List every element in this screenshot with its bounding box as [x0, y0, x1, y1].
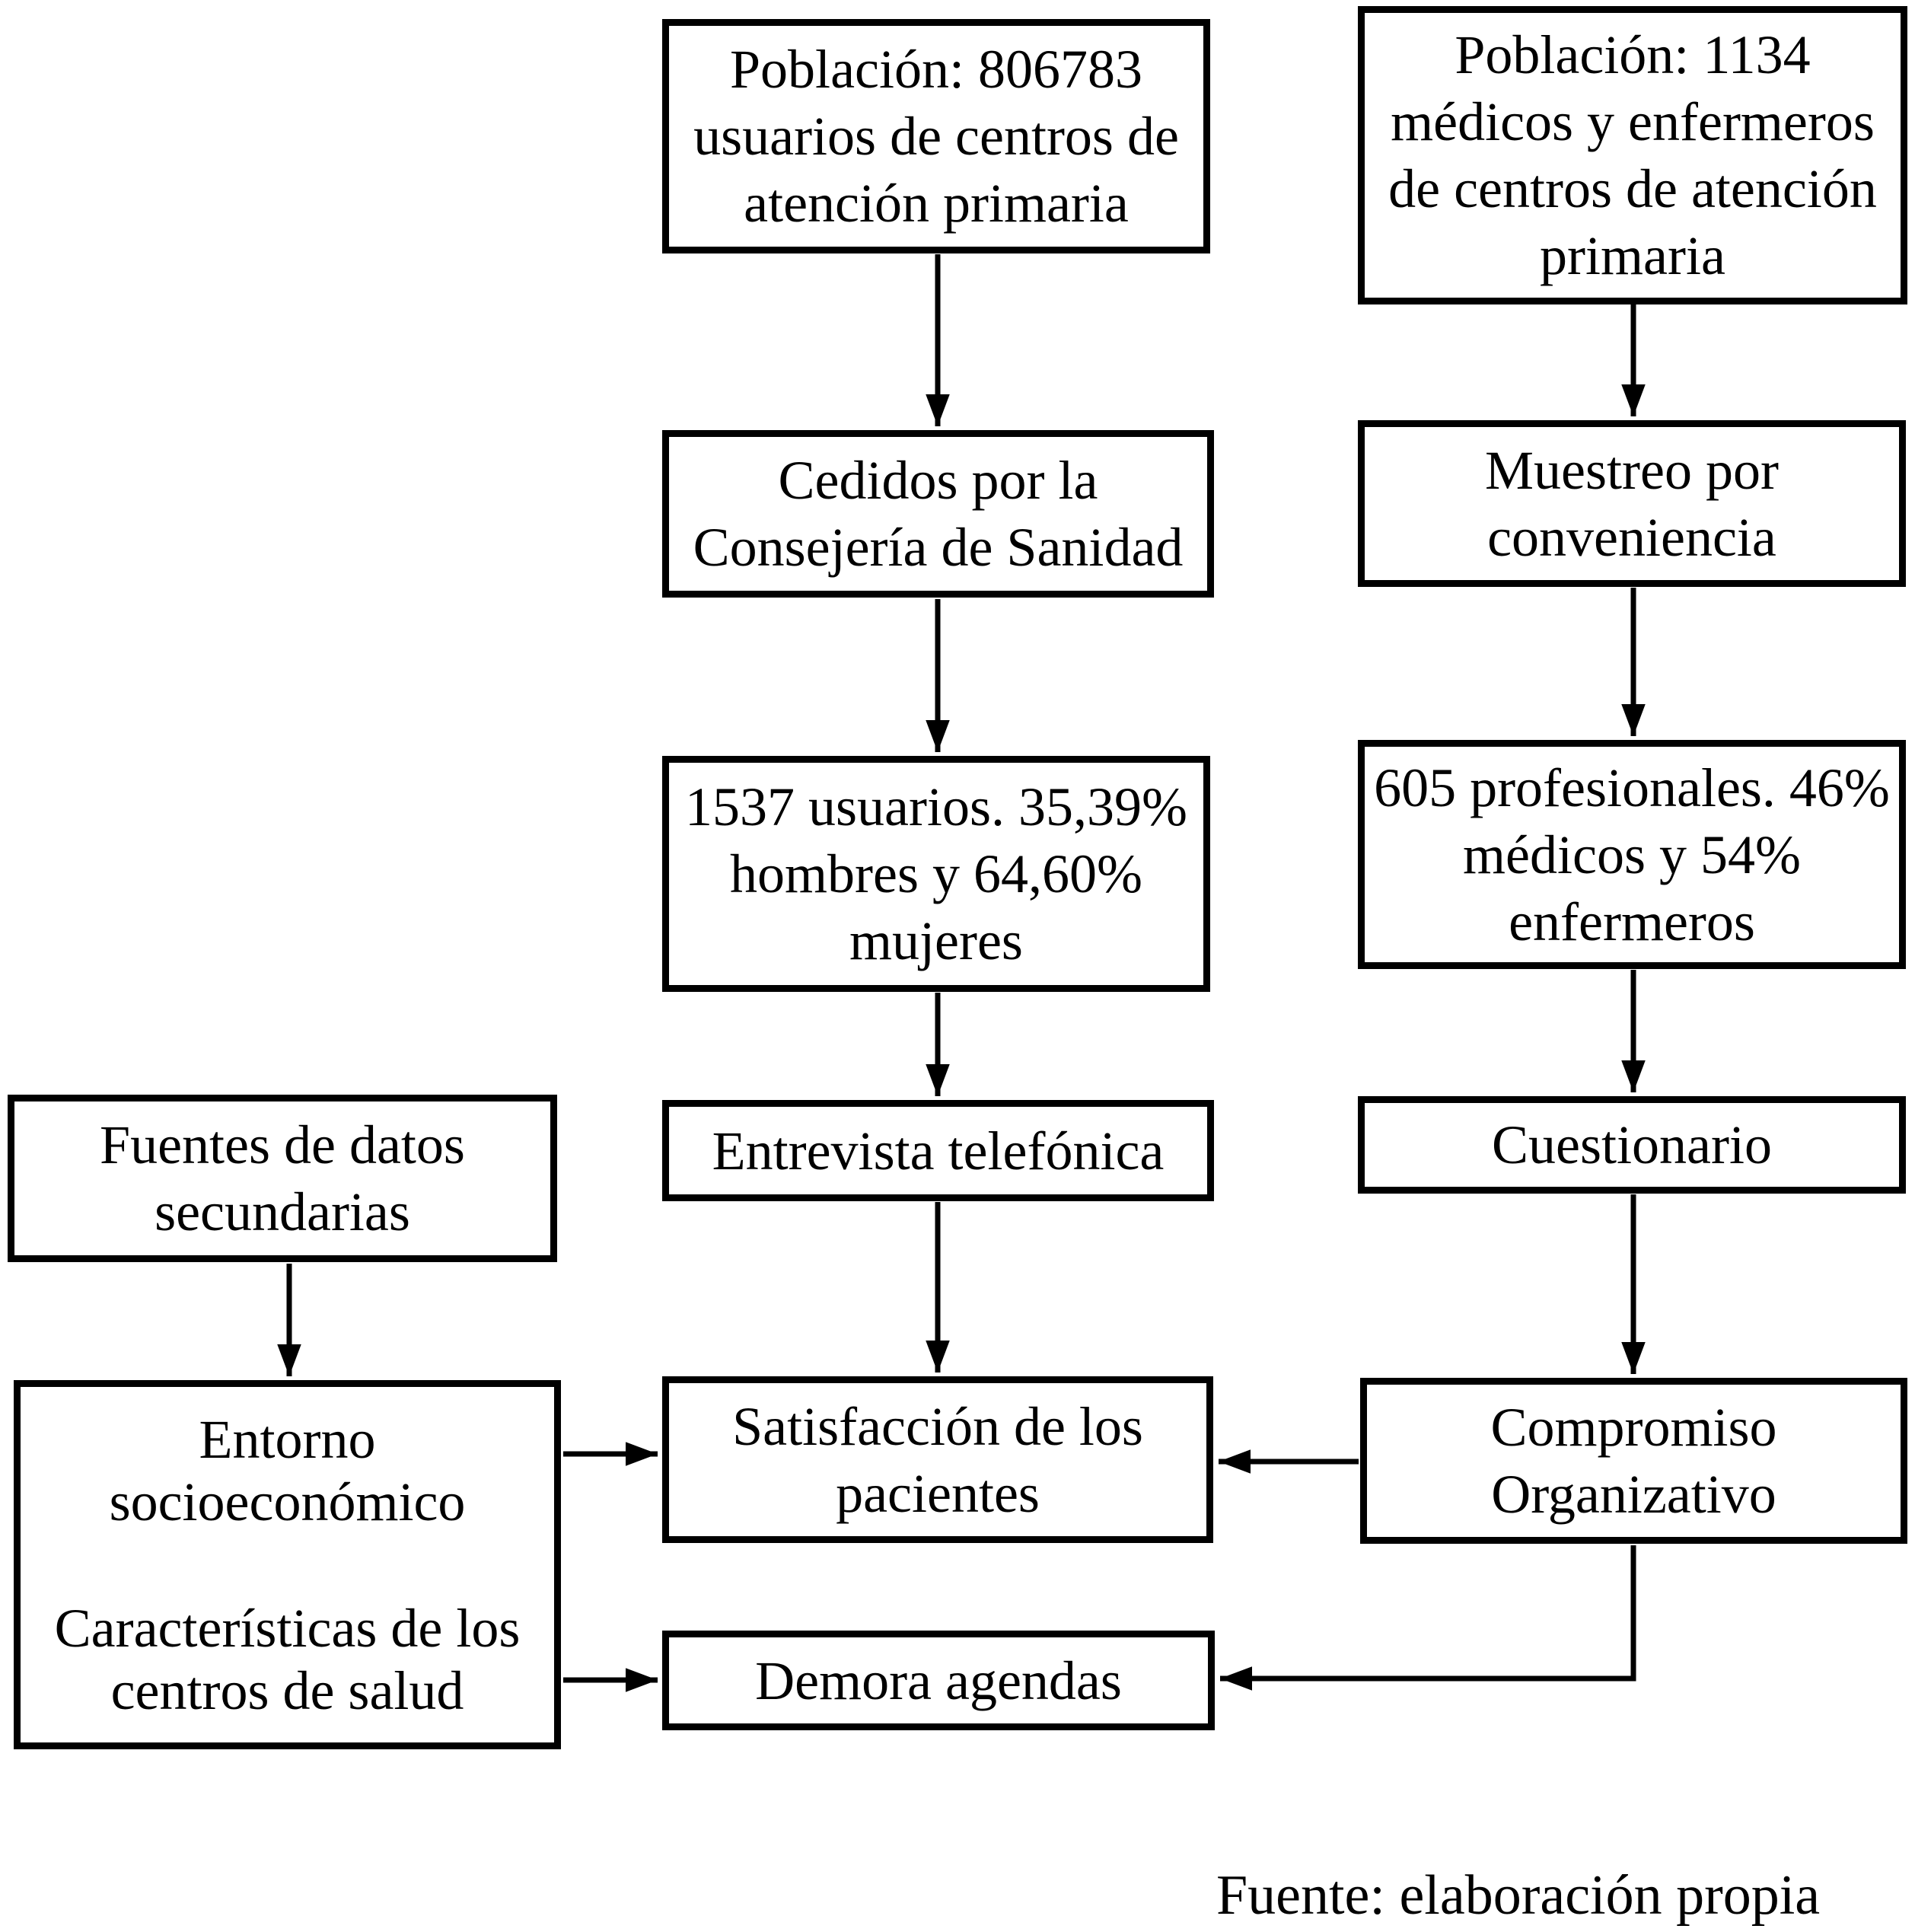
box-text-line: Cedidos por la — [778, 450, 1098, 511]
professionals-instrument-box: Cuestionario — [1358, 1096, 1906, 1194]
box-text-line: Fuentes de datos — [100, 1114, 465, 1175]
box-text-line: Muestreo por — [1485, 439, 1779, 501]
sampling-method-box: Muestreo por conveniencia — [1358, 420, 1906, 587]
source-caption: Fuente: elaboración propia — [1216, 1864, 1821, 1927]
patient-satisfaction-box: Satisfacción de los pacientes — [662, 1376, 1213, 1543]
box-text-line: Población: 806783 — [730, 39, 1142, 100]
box-text-line: Población: 1134 — [1455, 24, 1811, 85]
box-text-line: 1537 usuarios. 35,39% — [685, 776, 1187, 837]
patients-sample-box: 1537 usuarios. 35,39% hombres y 64,60% m… — [662, 756, 1210, 992]
box-text-line: atención primaria — [744, 173, 1129, 234]
box-text-line: Cuestionario — [1492, 1114, 1772, 1175]
box-text-line: Compromiso — [1490, 1397, 1777, 1458]
box-text-line: socioeconómico — [109, 1471, 466, 1532]
context-variables-box: Entorno socioeconómico Características d… — [14, 1380, 561, 1749]
box-text-line: hombres y 64,60% — [730, 843, 1142, 904]
patients-population-box: Población: 806783 usuarios de centros de… — [662, 19, 1210, 253]
box-text-line: secundarias — [155, 1181, 410, 1242]
box-text-line: Organizativo — [1491, 1464, 1776, 1525]
health-center-characteristics-block: Características de los centros de salud — [55, 1597, 521, 1722]
box-text-line: Características de los — [54, 1597, 521, 1659]
box-text-line: 605 profesionales. 46% — [1374, 757, 1890, 818]
box-text-line: de centros de atención — [1388, 158, 1877, 219]
socioeconomic-context-block: Entorno socioeconómico — [110, 1408, 466, 1533]
box-text-line: mujeres — [849, 910, 1023, 971]
organizational-commitment-box: Compromiso Organizativo — [1360, 1378, 1907, 1544]
arrow-compromiso-to-demora — [1220, 1545, 1636, 1691]
box-text-line: pacientes — [836, 1462, 1040, 1524]
box-text-line: médicos y 54% — [1463, 824, 1801, 885]
box-text-line: centros de salud — [110, 1659, 464, 1721]
schedule-delay-box: Demora agendas — [662, 1631, 1215, 1730]
data-source-box: Cedidos por la Consejería de Sanidad — [662, 430, 1214, 598]
box-text-line: Consejería de Sanidad — [693, 517, 1184, 578]
secondary-data-sources-box: Fuentes de datos secundarias — [8, 1095, 557, 1262]
box-text-line: enfermeros — [1509, 891, 1755, 952]
box-text-line: Entrevista telefónica — [712, 1120, 1165, 1181]
professionals-sample-box: 605 profesionales. 46% médicos y 54% enf… — [1358, 740, 1906, 969]
box-text-line: primaria — [1540, 225, 1725, 286]
box-text-line: médicos y enfermeros — [1391, 91, 1875, 152]
box-text-line: conveniencia — [1487, 506, 1776, 568]
patients-instrument-box: Entrevista telefónica — [662, 1100, 1214, 1201]
box-text-line: Satisfacción de los — [732, 1395, 1143, 1457]
professionals-population-box: Población: 1134 médicos y enfermeros de … — [1358, 6, 1907, 304]
box-text-line: usuarios de centros de — [693, 106, 1179, 167]
box-text-line: Entorno — [199, 1408, 376, 1470]
box-text-line: Demora agendas — [755, 1650, 1122, 1711]
